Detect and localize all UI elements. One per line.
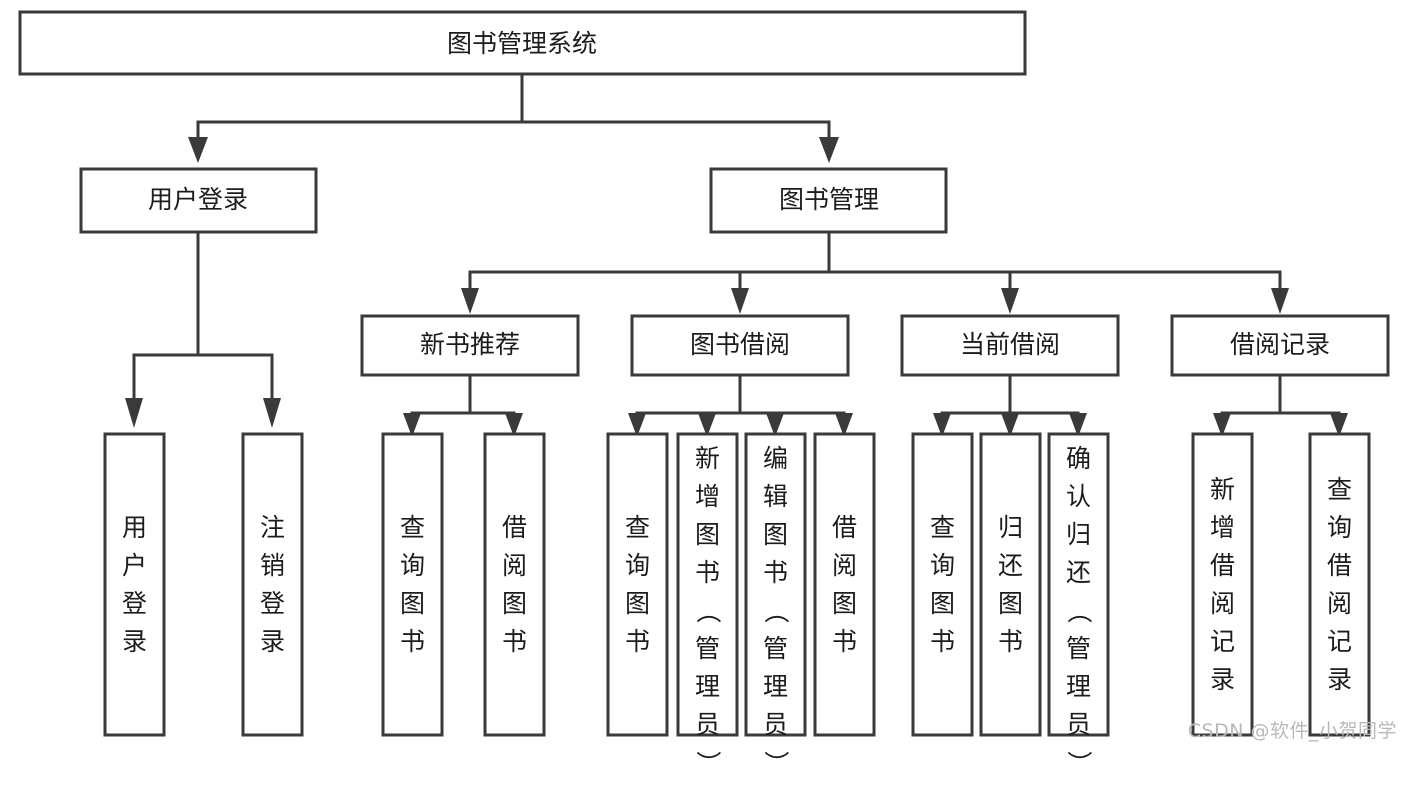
- diagram-canvas: 图书管理系统 用户登录 图书管理 新书推荐 图书借阅 当前借阅 借阅记录: [18, 10, 1397, 776]
- node-leaf-add-record-box[interactable]: [1191, 432, 1254, 737]
- connector-group-bookmanage: [461, 230, 1289, 314]
- node-leaf-query-book-3-box[interactable]: [911, 432, 974, 737]
- arrow-head-leaf-borrow-book-2: [835, 413, 853, 437]
- node-book-borrow[interactable]: 图书借阅: [630, 314, 850, 377]
- connector-group-userlogin: [125, 230, 281, 428]
- node-borrow-record[interactable]: 借阅记录: [1170, 314, 1390, 377]
- node-leaf-logout-box[interactable]: [241, 432, 304, 737]
- node-leaf-return-book[interactable]: [979, 432, 1042, 737]
- node-current-borrow[interactable]: 当前借阅: [900, 314, 1120, 377]
- node-borrow-record-box[interactable]: [1170, 314, 1390, 377]
- node-leaf-logout[interactable]: [241, 432, 304, 737]
- node-leaf-query-book-2[interactable]: [606, 432, 669, 737]
- connector-group-bookborrow: [628, 373, 853, 437]
- arrow-head-leaf-query-book-2: [628, 413, 646, 437]
- node-book-manage-label: 图书管理: [779, 185, 879, 214]
- connector-group-currentborrow: [933, 373, 1087, 437]
- arrow-head-userlogin: [188, 137, 208, 163]
- node-borrow-record-label: 借阅记录: [1230, 330, 1330, 359]
- arrow-head-leaf-add-book: [698, 413, 716, 437]
- node-leaf-user-login-box[interactable]: [103, 432, 166, 737]
- node-user-login[interactable]: 用户登录: [79, 167, 318, 234]
- arrow-head-bookmanage: [819, 137, 839, 163]
- node-leaf-query-book-1-box[interactable]: [381, 432, 444, 737]
- arrow-head-new-book-rec: [461, 288, 479, 314]
- node-current-borrow-box[interactable]: [900, 314, 1120, 377]
- node-leaf-borrow-book-2[interactable]: [813, 432, 876, 737]
- node-book-borrow-label: 图书借阅: [690, 330, 790, 359]
- node-leaf-edit-book-box[interactable]: [744, 432, 807, 737]
- flowchart-svg: 图书管理系统 用户登录 图书管理 新书推荐 图书借阅 当前借阅 借阅记录: [18, 10, 1390, 737]
- node-new-book-rec-box[interactable]: [360, 314, 580, 377]
- node-leaf-borrow-book-1-box[interactable]: [483, 432, 546, 737]
- node-user-login-label: 用户登录: [148, 185, 248, 214]
- node-leaf-borrow-book-1[interactable]: [483, 432, 546, 737]
- node-new-book-rec[interactable]: 新书推荐: [360, 314, 580, 377]
- arrow-head-leaf-query-book-3: [933, 413, 951, 437]
- arrow-head-borrow-record: [1271, 288, 1289, 314]
- node-book-manage[interactable]: 图书管理: [709, 167, 948, 234]
- arrow-head-leaf-add-record: [1213, 413, 1231, 437]
- node-new-book-rec-label: 新书推荐: [420, 330, 520, 359]
- connector-group-newbookrec: [403, 373, 523, 437]
- node-leaf-add-record[interactable]: [1191, 432, 1254, 737]
- node-root[interactable]: 图书管理系统: [18, 10, 1027, 76]
- node-leaf-add-book[interactable]: [676, 432, 739, 737]
- node-leaf-query-book-2-box[interactable]: [606, 432, 669, 737]
- connector-group-root: [188, 73, 839, 163]
- arrow-head-book-borrow: [731, 288, 749, 314]
- node-user-login-box[interactable]: [79, 167, 318, 234]
- node-leaf-query-record[interactable]: [1308, 432, 1371, 737]
- node-leaf-add-book-box[interactable]: [676, 432, 739, 737]
- arrow-head-leaf-logout: [263, 398, 281, 428]
- node-leaf-query-book-3[interactable]: [911, 432, 974, 737]
- node-leaf-query-record-box[interactable]: [1308, 432, 1371, 737]
- node-leaf-user-login[interactable]: [103, 432, 166, 737]
- arrow-head-leaf-query-book-1: [403, 413, 421, 437]
- node-book-borrow-box[interactable]: [630, 314, 850, 377]
- node-root-label: 图书管理系统: [447, 29, 597, 58]
- node-current-borrow-label: 当前借阅: [960, 330, 1060, 359]
- arrow-head-leaf-user-login: [125, 398, 143, 428]
- node-leaf-confirm-return[interactable]: [1047, 432, 1110, 737]
- node-leaf-edit-book[interactable]: [744, 432, 807, 737]
- connector-group-borrowrecord: [1213, 373, 1348, 437]
- arrow-head-leaf-return-book: [1001, 413, 1019, 437]
- node-leaf-return-book-box[interactable]: [979, 432, 1042, 737]
- arrow-head-leaf-confirm-return: [1069, 413, 1087, 437]
- arrow-head-current-borrow: [1001, 288, 1019, 314]
- node-root-box[interactable]: [18, 10, 1027, 76]
- node-book-manage-box[interactable]: [709, 167, 948, 234]
- arrow-head-leaf-query-record: [1330, 413, 1348, 437]
- arrow-head-leaf-edit-book: [766, 413, 784, 437]
- node-leaf-confirm-return-box[interactable]: [1047, 432, 1110, 737]
- node-leaf-borrow-book-2-box[interactable]: [813, 432, 876, 737]
- node-leaf-query-book-1[interactable]: [381, 432, 444, 737]
- arrow-head-leaf-borrow-book-1: [505, 413, 523, 437]
